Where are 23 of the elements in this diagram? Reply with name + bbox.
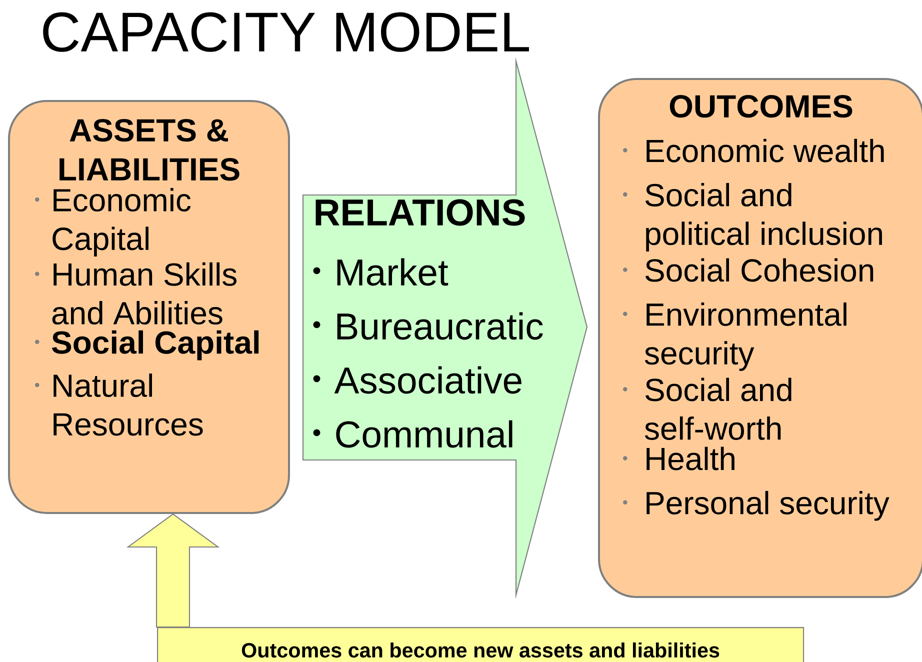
list-item: Social Capital <box>35 330 259 360</box>
list-item: Social and self-worth <box>623 378 792 440</box>
heading: OUTCOMES <box>670 95 852 118</box>
list-item: Health <box>623 446 734 470</box>
list-item: Natural Resources <box>35 374 203 436</box>
list-item: Economic Capital <box>35 188 191 257</box>
list-item: Environmental security <box>623 302 846 371</box>
list-item: Personal security <box>623 490 890 521</box>
list-item: Bureaucratic <box>313 312 543 340</box>
arrow-shaped-box <box>302 56 588 600</box>
list-item: Social Cohesion <box>623 258 874 282</box>
text-box <box>598 78 922 598</box>
list-item: Communal <box>313 420 512 448</box>
note-box: Outcomes can become new assets and liabilities <box>157 627 804 662</box>
heading: RELATIONS <box>316 199 525 226</box>
heading: ASSETS & LIABILITIES <box>60 119 240 181</box>
list-item: Economic wealth <box>623 138 884 162</box>
list-item: Human Skills and Abilities <box>35 262 236 325</box>
text-box <box>8 100 290 514</box>
list-item: Market <box>313 258 448 286</box>
title: CAPACITY MODEL <box>43 12 529 52</box>
list-item: Associative <box>313 366 522 394</box>
list-item: Social and political inclusion <box>623 182 882 252</box>
